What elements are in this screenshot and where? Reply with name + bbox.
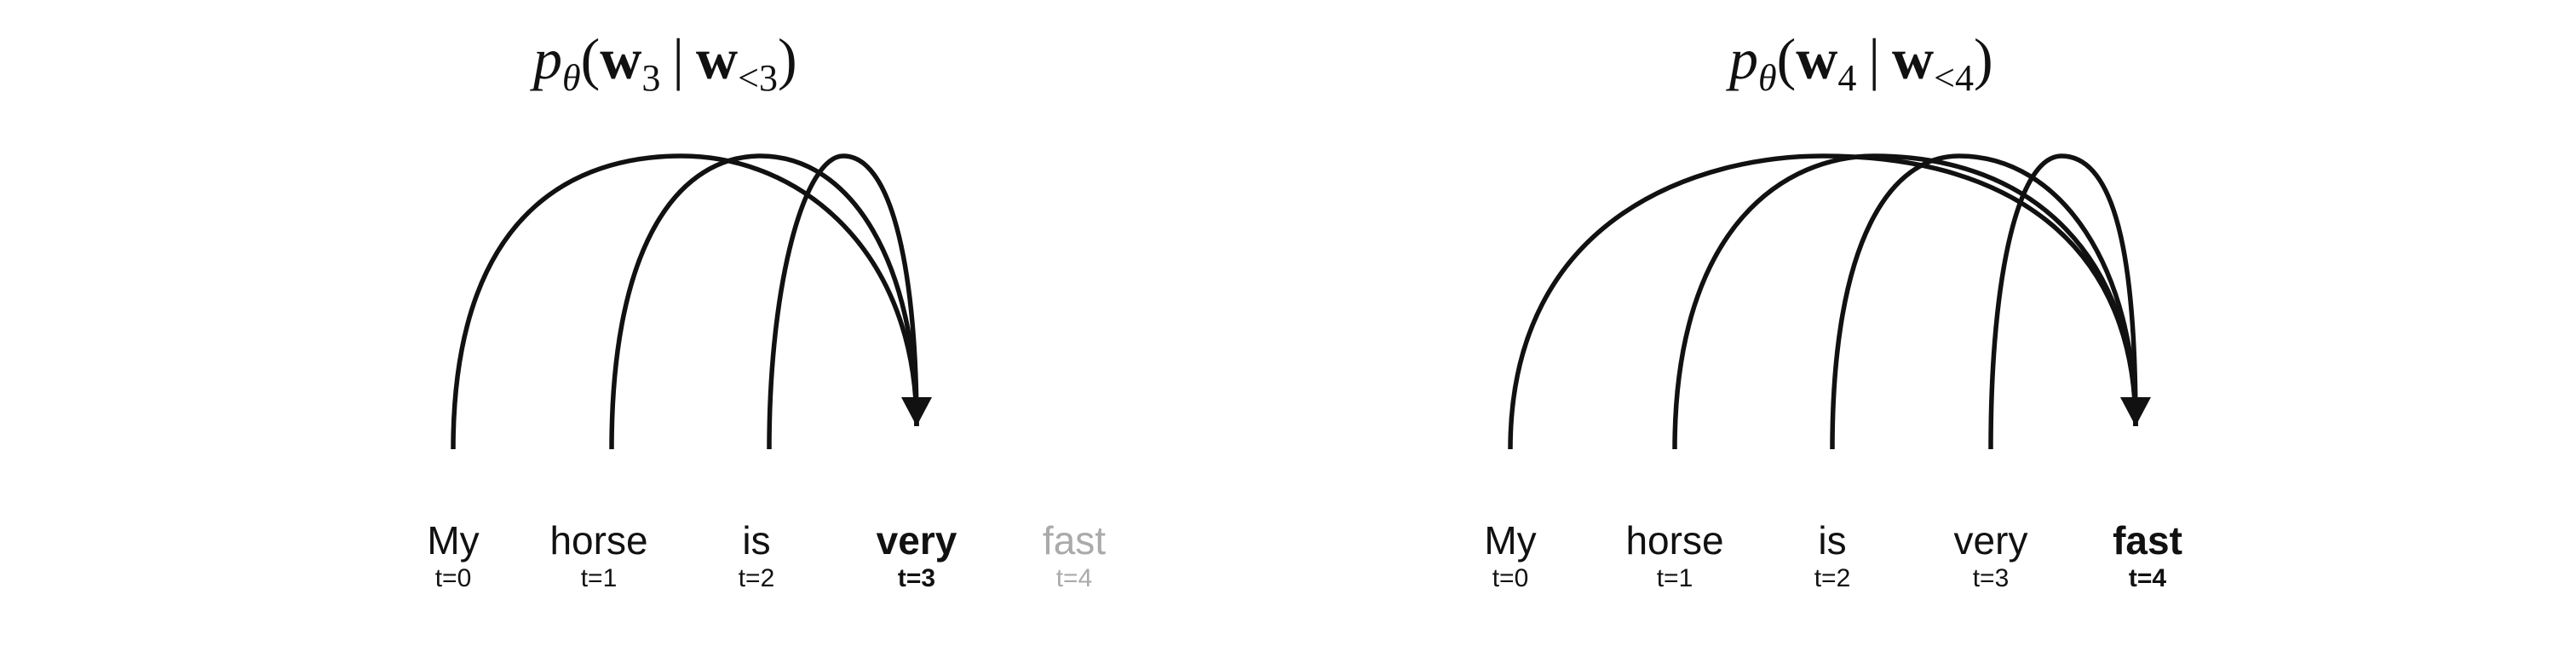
token-horse: horse t=1 [549,518,647,592]
token-my: My t=0 [427,518,479,592]
token-row: My t=0 horse t=1 is t=2 very t=3 fast t=… [1484,518,2182,592]
token-timestep: t=1 [1657,564,1693,592]
arc-horse-to-fast [1672,153,2138,450]
token-timestep: t=4 [2129,564,2167,592]
token-timestep: t=0 [435,564,472,592]
token-word: My [427,518,479,563]
token-word: is [742,518,770,563]
attention-arcs [1508,153,2151,450]
token-word: fast [1043,518,1106,563]
token-timestep: t=4 [1056,564,1093,592]
formula-p-w3: pθ(w3|w<3) [530,26,797,99]
token-horse: horse t=1 [1625,518,1723,592]
token-timestep: t=1 [581,564,618,592]
formula-p-w4: pθ(w4|w<4) [1726,26,1993,99]
arc-my-to-fast [1508,153,2138,450]
panel-predict-w3: pθ(w3|w<3) My t=0 horse t=1 is t=2 very … [427,26,1106,592]
token-word: horse [1625,518,1723,563]
token-timestep: t=2 [1814,564,1851,592]
token-row: My t=0 horse t=1 is t=2 very t=3 fast t=… [427,518,1106,592]
token-word: My [1484,518,1536,563]
arc-very-to-fast [1988,153,2151,450]
token-timestep: t=3 [1973,564,2010,592]
attention-arcs [451,153,932,450]
token-is: is t=2 [739,518,775,592]
token-very: very t=3 [1954,518,2028,592]
token-my: My t=0 [1484,518,1536,592]
arc-is-to-very [767,153,932,450]
token-word: is [1818,518,1846,563]
token-is: is t=2 [1814,518,1851,592]
token-word: very [877,518,957,563]
token-fast-future: fast t=4 [1043,518,1106,592]
token-word: horse [549,518,647,563]
arc-my-to-very [451,153,919,450]
token-timestep: t=0 [1492,564,1529,592]
token-word: very [1954,518,2028,563]
arc-horse-to-very [609,153,919,450]
token-timestep: t=3 [898,564,935,592]
token-fast-target: fast t=4 [2113,518,2182,592]
token-word: fast [2113,518,2182,563]
arc-is-to-fast [1830,153,2138,450]
panel-predict-w4: pθ(w4|w<4) My t=0 horse t=1 is t=2 very [1484,26,2182,592]
token-timestep: t=2 [739,564,775,592]
token-very-target: very t=3 [877,518,957,592]
